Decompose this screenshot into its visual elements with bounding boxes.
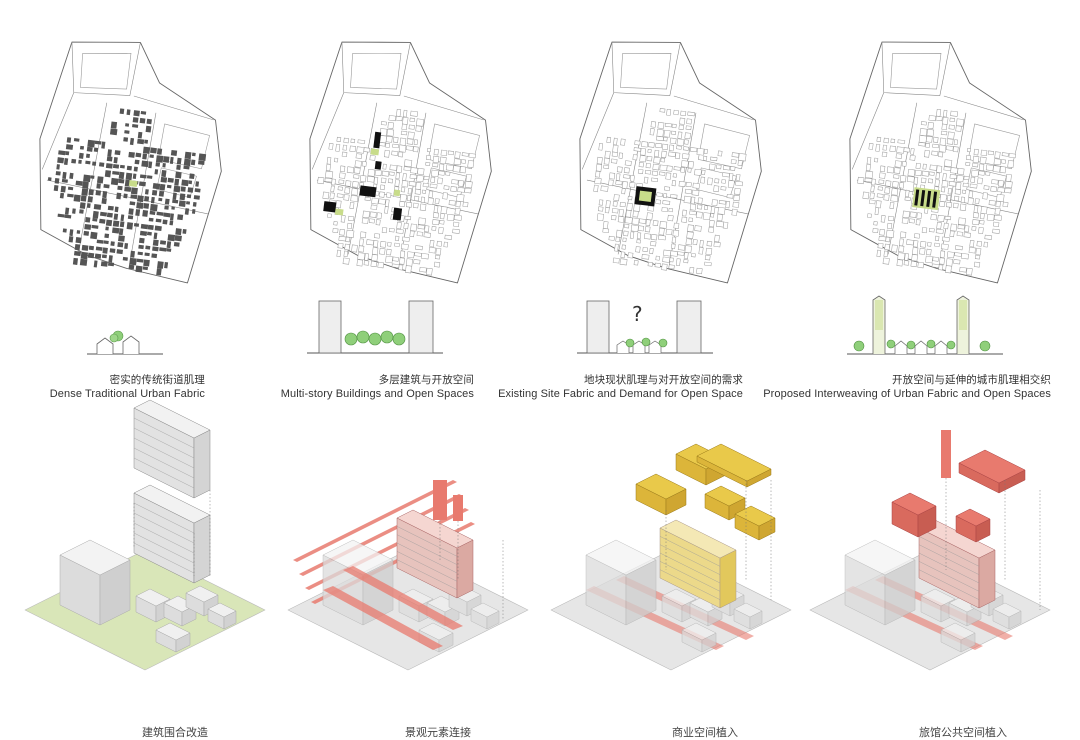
site-plan-2 [309, 41, 492, 284]
section-2 [307, 300, 443, 354]
site-plan-4 [849, 41, 1032, 284]
caption-zh: 密实的传统街道肌理 [109, 374, 205, 386]
caption-en: Multi-story Buildings and Open Spaces [280, 388, 474, 400]
building-blocks [317, 108, 476, 276]
tree-row [344, 330, 406, 346]
caption-2: 多层建筑与开放空间 Multi-story Buildings and Open… [214, 373, 474, 401]
section-4 [847, 295, 1003, 355]
iso-diagram-2 [287, 480, 529, 671]
caption-zh: 多层建筑与开放空间 [378, 374, 474, 386]
bottom-caption-4: 旅馆公共空间植入 [919, 726, 1007, 739]
iso-diagram-4 [809, 430, 1051, 671]
section-3 [577, 300, 713, 354]
site-plan-1 [39, 41, 222, 284]
tower-element [433, 480, 447, 520]
caption-1: 密实的传统街道肌理 Dense Traditional Urban Fabric [0, 373, 205, 401]
bottom-caption-1: 建筑围合改造 [142, 726, 208, 739]
section-1 [87, 330, 163, 355]
iso-diagram-3 [550, 443, 792, 671]
caption-en: Dense Traditional Urban Fabric [49, 388, 205, 400]
bottom-caption-3: 商业空间植入 [672, 726, 738, 739]
caption-4: 开放空间与延伸的城市肌理相交织 Proposed Interweaving of… [751, 373, 1051, 401]
caption-zh: 地块现状肌理与对开放空间的需求 [584, 374, 743, 386]
caption-3: 地块现状肌理与对开放空间的需求 Existing Site Fabric and… [483, 373, 743, 401]
bottom-caption-2: 景观元素连接 [405, 726, 471, 739]
small-houses [616, 340, 662, 353]
building-blocks [593, 108, 747, 275]
caption-zh: 开放空间与延伸的城市肌理相交织 [892, 374, 1051, 386]
iso-diagram-1 [24, 399, 266, 671]
question-mark: ? [632, 302, 643, 326]
public-space-modules [891, 430, 1026, 543]
caption-en: Existing Site Fabric and Demand for Open… [498, 388, 743, 400]
site-plan-3 [579, 41, 762, 284]
commercial-modules [635, 443, 776, 541]
caption-en: Proposed Interweaving of Urban Fabric an… [763, 388, 1051, 400]
